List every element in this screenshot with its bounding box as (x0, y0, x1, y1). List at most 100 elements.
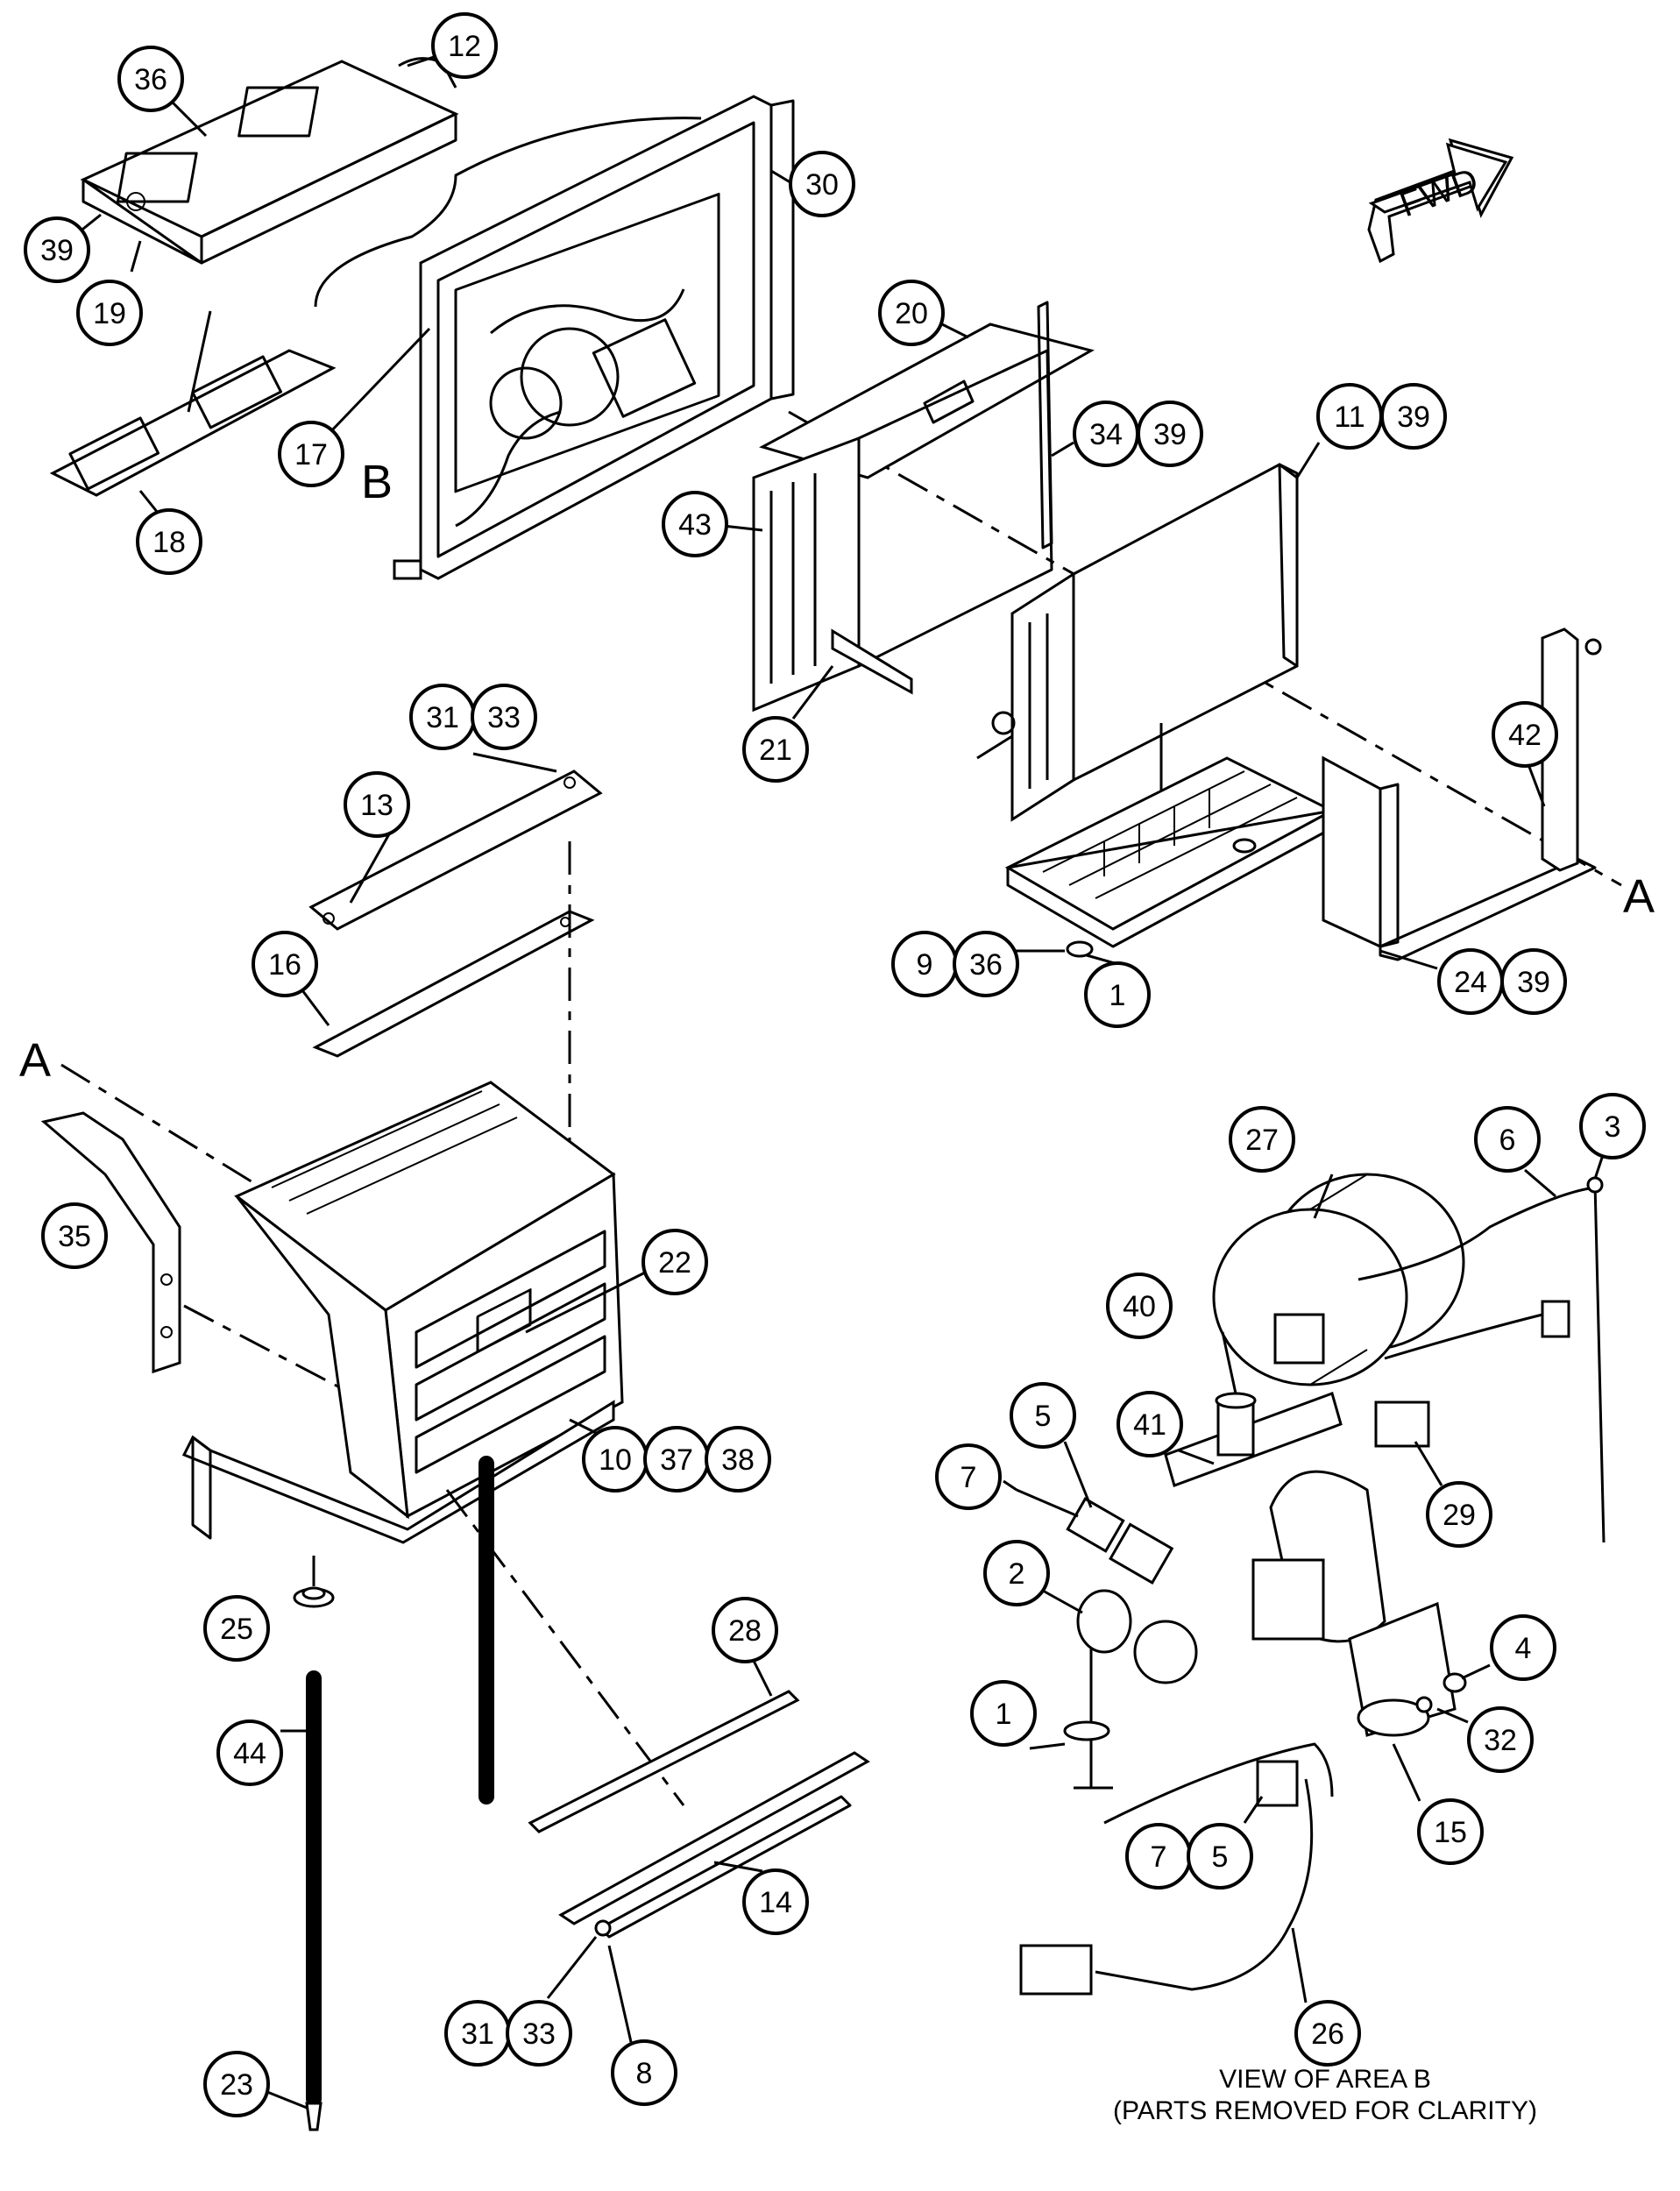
svg-text:7: 7 (1151, 1840, 1167, 1874)
balloon-7: 7 (935, 1443, 1002, 1510)
cover-plate (40, 1111, 181, 1374)
balloon-30: 30 (789, 151, 855, 217)
svg-text:30: 30 (805, 168, 839, 202)
svg-text:1: 1 (996, 1698, 1012, 1731)
svg-text:14: 14 (759, 1886, 792, 1919)
svg-text:5: 5 (1212, 1840, 1229, 1874)
balloon-6: 6 (1474, 1106, 1541, 1173)
balloon-28: 28 (712, 1597, 778, 1663)
filter-plate (528, 1690, 800, 1833)
grommet (293, 1586, 335, 1608)
balloon-36: 36 (117, 46, 184, 112)
svg-text:18: 18 (152, 526, 186, 559)
evaporator-coil (752, 301, 1053, 713)
main-frame-housing (314, 95, 795, 580)
svg-text:39: 39 (1153, 418, 1187, 451)
balloon-20: 20 (878, 280, 945, 346)
svg-text:27: 27 (1245, 1124, 1279, 1157)
svg-text:19: 19 (93, 297, 126, 330)
area-b-label: B (361, 456, 393, 508)
svg-text:3: 3 (1605, 1110, 1621, 1144)
balloon-23: 23 (203, 2051, 270, 2117)
svg-text:37: 37 (660, 1443, 693, 1477)
svg-text:44: 44 (233, 1737, 266, 1770)
svg-text:22: 22 (658, 1246, 691, 1280)
balloon-1: 1 (1084, 961, 1151, 1028)
balloon-31: 31 (409, 684, 476, 750)
svg-text:4: 4 (1515, 1632, 1532, 1665)
svg-text:29: 29 (1443, 1499, 1476, 1532)
balloon-12: 12 (431, 12, 498, 79)
fwd-arrow-icon: FWD (1367, 138, 1514, 264)
balloon-7: 7 (1125, 1823, 1192, 1890)
balloon-33: 33 (471, 684, 537, 750)
svg-text:26: 26 (1311, 2017, 1344, 2051)
balloon-8: 8 (611, 2039, 677, 2106)
balloon-11: 11 (1316, 383, 1383, 450)
svg-text:8: 8 (636, 2057, 653, 2090)
balloon-25: 25 (203, 1595, 270, 1662)
svg-text:23: 23 (220, 2068, 253, 2102)
balloon-41: 41 (1116, 1391, 1183, 1457)
balloon-24: 24 (1437, 948, 1504, 1015)
balloon-39: 39 (1500, 948, 1567, 1015)
callout-balloons: 12 36 30 39 19 17 18 20 34 39 11 39 43 2… (24, 12, 1646, 2117)
svg-text:5: 5 (1035, 1400, 1052, 1433)
balloon-14: 14 (742, 1868, 809, 1935)
svg-text:25: 25 (220, 1613, 253, 1646)
balloon-37: 37 (643, 1426, 710, 1493)
svg-text:16: 16 (268, 948, 301, 982)
balloon-26: 26 (1294, 2000, 1361, 2067)
evaporator-housing (181, 1081, 624, 1544)
filter-assembly (558, 1751, 870, 1939)
balloon-40: 40 (1106, 1273, 1173, 1339)
balloon-13: 13 (344, 771, 410, 838)
svg-text:42: 42 (1508, 719, 1542, 752)
svg-text:39: 39 (1517, 966, 1550, 999)
balloon-36: 36 (953, 931, 1019, 997)
balloon-31: 31 (444, 2000, 511, 2067)
area-b-assembly (1016, 1173, 1606, 1996)
caption-line-1: VIEW OF AREA B (1219, 2065, 1431, 2094)
balloon-2: 2 (983, 1540, 1050, 1606)
gasket-plate (49, 349, 337, 497)
svg-text:34: 34 (1089, 418, 1123, 451)
balloon-34: 34 (1073, 401, 1139, 467)
svg-text:32: 32 (1484, 1724, 1517, 1757)
balloon-10: 10 (582, 1426, 649, 1493)
balloon-33: 33 (506, 2000, 572, 2067)
svg-text:7: 7 (961, 1461, 977, 1494)
svg-text:15: 15 (1434, 1816, 1467, 1849)
svg-text:28: 28 (728, 1614, 762, 1648)
svg-text:11: 11 (1334, 401, 1365, 434)
balloon-42: 42 (1492, 701, 1558, 768)
svg-text:36: 36 (134, 63, 167, 96)
svg-text:24: 24 (1454, 966, 1487, 999)
balloon-39: 39 (24, 216, 90, 283)
balloon-35: 35 (41, 1202, 108, 1269)
svg-text:38: 38 (721, 1443, 755, 1477)
balloon-27: 27 (1229, 1106, 1295, 1173)
balloon-38: 38 (705, 1426, 771, 1493)
svg-text:1: 1 (1109, 979, 1126, 1012)
balloon-18: 18 (136, 508, 202, 575)
svg-text:41: 41 (1133, 1408, 1166, 1442)
balloon-9: 9 (891, 931, 958, 997)
balloon-16: 16 (252, 931, 318, 997)
top-mounting-bracket (80, 57, 459, 265)
svg-text:31: 31 (461, 2017, 494, 2051)
svg-text:6: 6 (1499, 1124, 1516, 1157)
svg-text:35: 35 (58, 1220, 91, 1253)
svg-text:39: 39 (40, 234, 74, 267)
svg-text:40: 40 (1123, 1290, 1156, 1323)
svg-text:2: 2 (1009, 1557, 1025, 1591)
balloon-1: 1 (970, 1680, 1037, 1747)
svg-text:9: 9 (917, 948, 933, 982)
balloon-5: 5 (1010, 1382, 1076, 1449)
svg-text:17: 17 (294, 438, 328, 472)
balloon-21: 21 (742, 716, 809, 783)
svg-text:33: 33 (487, 701, 521, 734)
balloon-29: 29 (1426, 1481, 1492, 1548)
balloon-19: 19 (76, 280, 143, 346)
